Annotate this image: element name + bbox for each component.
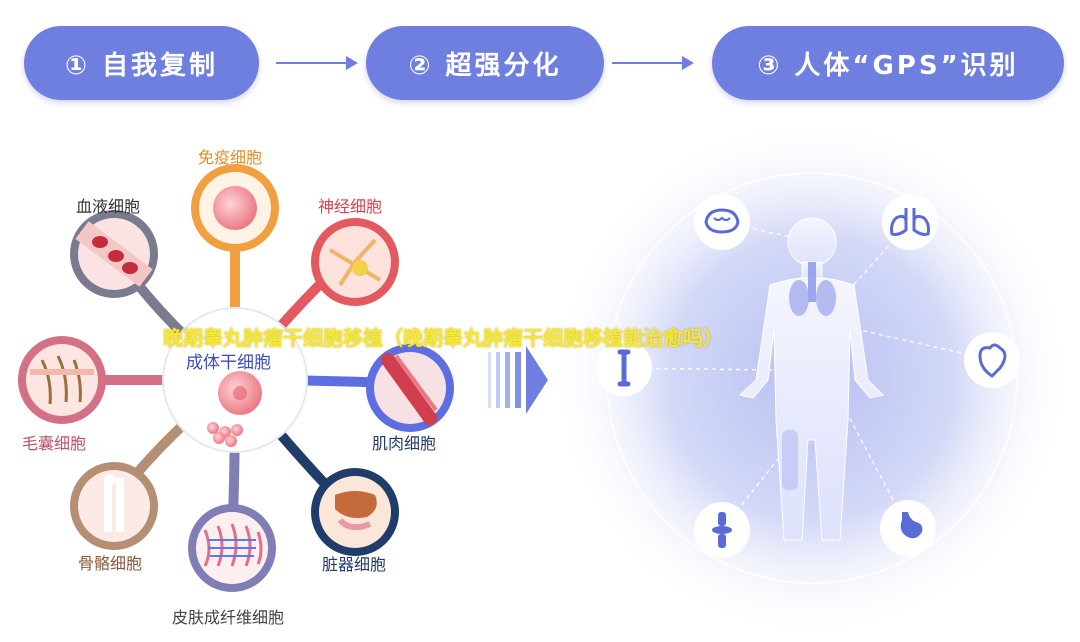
human-body — [738, 217, 884, 541]
skin-cell-label: 皮肤成纤维细胞 — [172, 608, 285, 627]
step-gps: ③ 人体“GPS”识别 — [712, 26, 1064, 100]
organ-cell-icon — [311, 468, 399, 556]
hair-follicle-cell-label: 毛囊细胞 — [22, 434, 87, 453]
step-self-replication: ① 自我复制 — [24, 26, 259, 100]
brain-icon — [694, 194, 750, 250]
stomach-icon — [880, 500, 936, 556]
step-3-label: ③ 人体“GPS”识别 — [757, 50, 1019, 81]
nerve-cell-icon — [311, 218, 399, 306]
stem-cell-label: 成体干细胞 — [186, 353, 271, 373]
skin-cell-icon — [188, 504, 276, 592]
nerve-cell-label: 神经细胞 — [318, 197, 383, 216]
joint-icon — [694, 502, 750, 558]
arrow-1 — [276, 56, 358, 70]
flow-arrow — [488, 346, 548, 414]
blood-cell-icon — [70, 210, 158, 298]
lung-icon — [882, 194, 938, 250]
bone-icon — [596, 340, 652, 396]
bone-cell-label: 骨骼细胞 — [78, 554, 143, 573]
muscle-cell-label: 肌肉细胞 — [372, 434, 437, 453]
overlay-title: 晚期睾丸肿瘤干细胞移植（晚期睾丸肿瘤干细胞移植能治愈吗） — [163, 326, 723, 350]
organ-cell-label: 脏器细胞 — [322, 555, 387, 574]
muscle-cell-icon — [366, 344, 454, 432]
immune-cell-label: 免疫细胞 — [198, 148, 263, 167]
step-differentiation: ② 超强分化 — [366, 26, 604, 100]
bone-cell-icon — [70, 462, 158, 550]
immune-cell-icon — [191, 164, 279, 252]
hair-follicle-cell-icon — [18, 336, 106, 424]
arrow-2 — [612, 56, 694, 70]
step-2-label: ② 超强分化 — [408, 50, 562, 81]
step-1-label: ① 自我复制 — [64, 50, 219, 81]
blood-cell-label: 血液细胞 — [76, 197, 141, 216]
heart-icon — [964, 332, 1020, 388]
